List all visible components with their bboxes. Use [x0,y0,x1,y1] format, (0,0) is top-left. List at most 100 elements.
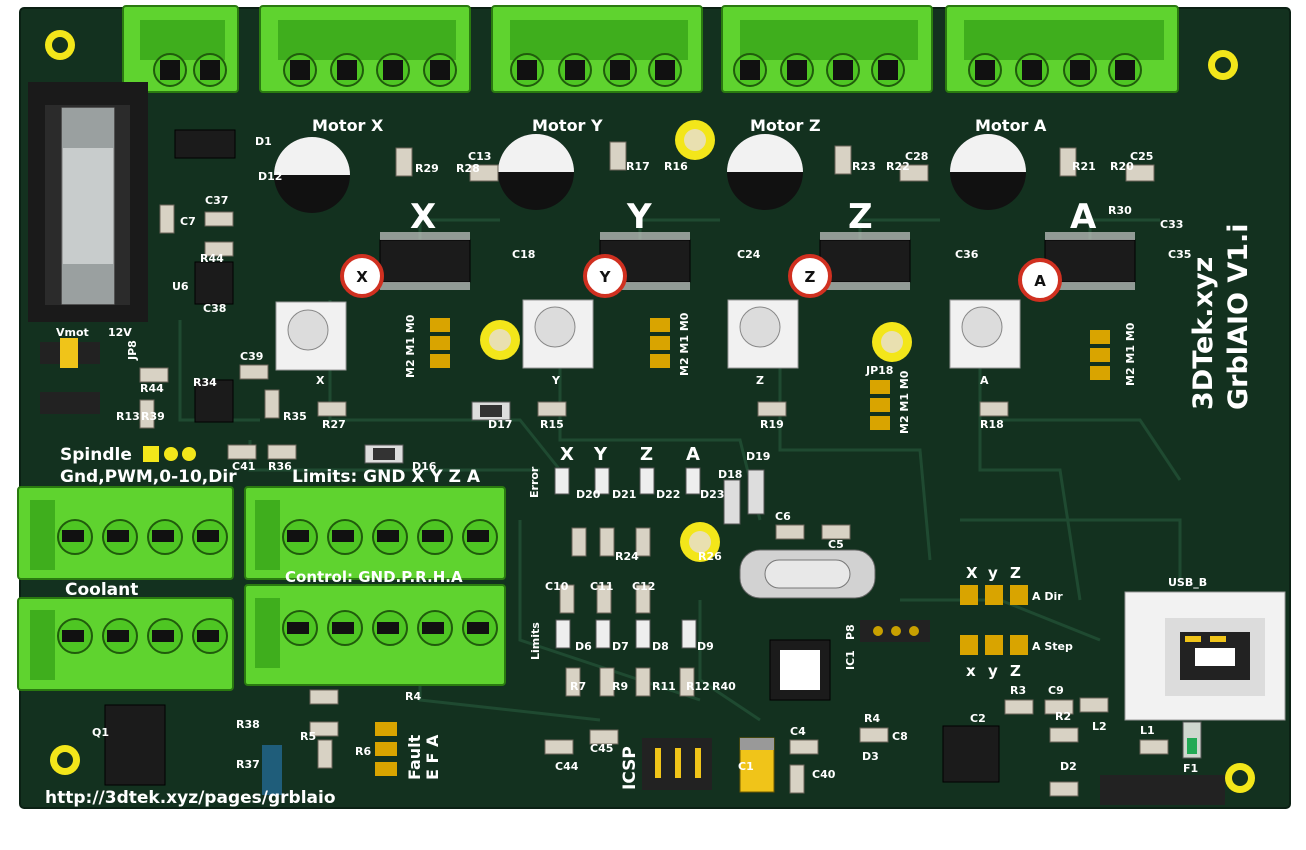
designator-r16: R16 [664,160,688,173]
header-p8[interactable] [860,620,930,642]
diode-d1 [174,129,236,159]
designator-c13: C13 [468,150,491,163]
trimpot-a[interactable] [949,299,1021,369]
designator-r6: R6 [355,745,371,758]
step-jumper-pads[interactable] [960,635,1028,655]
trimpot-z[interactable] [727,299,799,369]
designator-c35: C35 [1168,248,1191,261]
designator-c25: C25 [1130,150,1153,163]
icsp-label: ICSP [620,746,640,790]
terminal-block-sw [122,5,239,93]
driver-ic-x [379,232,471,290]
fault-jumper-pads[interactable] [375,722,397,776]
callout-z: Z [788,254,832,298]
p8-label: P8 [844,624,857,640]
designator-c36: C36 [955,248,979,261]
designator-d17: D17 [488,418,512,431]
designator-c38: C38 [203,302,226,315]
designator-c18: C18 [512,248,535,261]
step-x: x [966,662,976,680]
step-y: y [988,662,998,680]
designator-r24: R24 [615,550,639,563]
driver-ic-a [1044,232,1136,290]
terminal-block-limits [244,486,506,580]
designator-d20: D20 [576,488,601,501]
terminal-block-control [244,584,506,686]
designator-f1: F1 [1183,762,1198,775]
callout-a: A [1018,258,1062,302]
designator-c44: C44 [555,760,579,773]
designator-c1: C1 [738,760,754,773]
coolant-label: Coolant [65,580,138,600]
header-icsp[interactable] [642,738,712,790]
designator-r15: R15 [540,418,564,431]
usb-b-connector[interactable] [1124,591,1286,721]
designator-r40: R40 [712,680,736,693]
designator-d12: D12 [258,170,282,183]
jp18-label: JP18 [865,364,893,377]
designator-d1: D1 [255,135,272,148]
terminal-block-spindle [17,486,234,580]
mode-jumpers-z[interactable] [870,380,890,430]
designator-r27: R27 [322,418,346,431]
v12-label: 12V [108,326,132,339]
svg-text:Y: Y [599,268,612,286]
smd-components [139,141,1169,797]
designator-r34: R34 [193,376,217,389]
spindle-pads [143,446,196,462]
driver-ic-z [819,232,911,290]
trimpot-y[interactable] [522,299,594,369]
designator-c9: C9 [1048,684,1064,697]
usb-label: USB_B [1168,576,1207,589]
designator-c40: C40 [812,768,836,781]
vmot-label: Vmot [56,326,89,339]
designator-r38: R38 [236,718,260,731]
callout-x: X [340,254,384,298]
step-z: Z [1010,662,1021,680]
designator-r30: R30 [1108,204,1132,217]
status-leds [364,401,765,649]
designator-r22: R22 [886,160,910,173]
designator-c28: C28 [905,150,928,163]
designator-d18: D18 [718,468,742,481]
designator-d22: D22 [656,488,680,501]
svg-text:X: X [356,268,368,286]
spindle-pins-label: Gnd,PWM,0-10,Dir [60,467,237,487]
terminal-block-motor-a [945,5,1179,93]
designator-d2: D2 [1060,760,1077,773]
axis-letter-z: Z [848,197,873,237]
svg-text:Z: Z [805,268,816,286]
designator-r35: R35 [283,410,307,423]
terminal-block-coolant [17,597,234,691]
designator-c10: C10 [545,580,569,593]
designator-r3: R3 [1010,684,1026,697]
callout-y: Y [583,254,627,298]
designator-r21: R21 [1072,160,1096,173]
dir-y: y [988,564,998,582]
designator-r5: R5 [300,730,316,743]
designator-c4: C4 [790,725,806,738]
header-serial[interactable] [1100,775,1225,805]
pot-y-axis: Y [551,374,561,387]
designator-c24: C24 [737,248,761,261]
designator-c8: C8 [892,730,908,743]
mode-jumpers-a[interactable] [1090,330,1110,380]
designator-c37: C37 [205,194,228,207]
ic-u6 [194,261,234,305]
jumper-fault[interactable] [262,745,282,795]
mode-jumpers-y[interactable] [650,318,670,368]
designator-d19: D19 [746,450,770,463]
designator-c45: C45 [590,742,613,755]
designator-r2: R2 [1055,710,1071,723]
motor-a-label: Motor A [975,116,1047,135]
axis-letter-y: Y [626,197,652,237]
mode-jumpers-x[interactable] [430,318,450,368]
dir-jumper-pads[interactable] [960,585,1028,605]
header-jp8[interactable] [40,338,100,414]
designator-r13: R13 [116,410,140,423]
trimpot-x[interactable] [275,301,347,371]
usb-chip [942,725,1000,783]
designator-c6: C6 [775,510,791,523]
